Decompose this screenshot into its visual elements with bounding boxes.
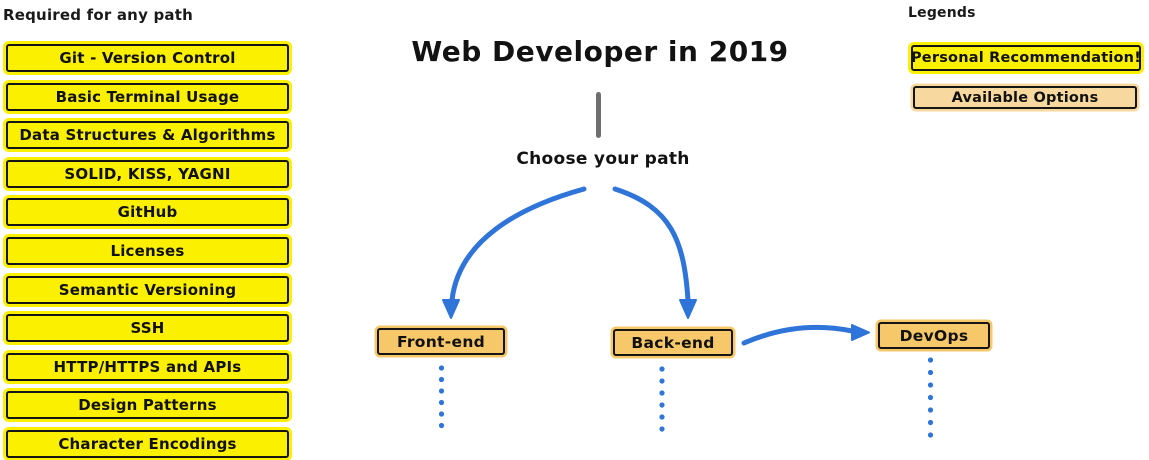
topic-data-structures-algorithms[interactable]: Data Structures & Algorithms [6,121,289,150]
topic-git-version-control[interactable]: Git - Version Control [6,44,289,72]
dotted-continuation-frontend [438,365,445,429]
topic-semantic-versioning[interactable]: Semantic Versioning [6,275,289,304]
node-frontend[interactable]: Front-end [377,328,505,355]
topic-solid-kiss-yagni[interactable]: SOLID, KISS, YAGNI [6,159,289,188]
arrow-to-frontend [449,186,587,303]
stem-line [596,92,601,138]
dotted-continuation-backend [659,366,665,432]
node-backend[interactable]: Back-end [613,329,733,356]
topic-character-encodings[interactable]: Character Encodings [6,429,289,458]
topic-licenses[interactable]: Licenses [6,236,289,265]
legend-available-options: Available Options [913,86,1137,109]
topic-basic-terminal-usage[interactable]: Basic Terminal Usage [6,82,289,111]
required-section-heading: Required for any path [3,6,193,24]
choose-your-path-label: Choose your path [516,149,690,169]
dotted-continuation-devops [927,357,934,438]
arrow-backend-to-devops [741,324,855,346]
arrow-to-backend [612,186,691,303]
topic-ssh[interactable]: SSH [6,314,289,343]
legend-personal-recommendation: Personal Recommendation! [911,45,1141,71]
node-devops[interactable]: DevOps [878,322,990,349]
topic-design-patterns[interactable]: Design Patterns [6,391,289,420]
arrowhead-backend [679,299,697,319]
legend-heading: Legends [908,5,976,21]
page-title: Web Developer in 2019 [411,35,789,68]
topic-http-https-apis[interactable]: HTTP/HTTPS and APIs [6,352,289,381]
required-topics-list: Git - Version Control Basic Terminal Usa… [6,44,289,458]
arrowhead-frontend [442,299,460,319]
topic-github[interactable]: GitHub [6,198,289,227]
arrowhead-devops [851,324,870,341]
